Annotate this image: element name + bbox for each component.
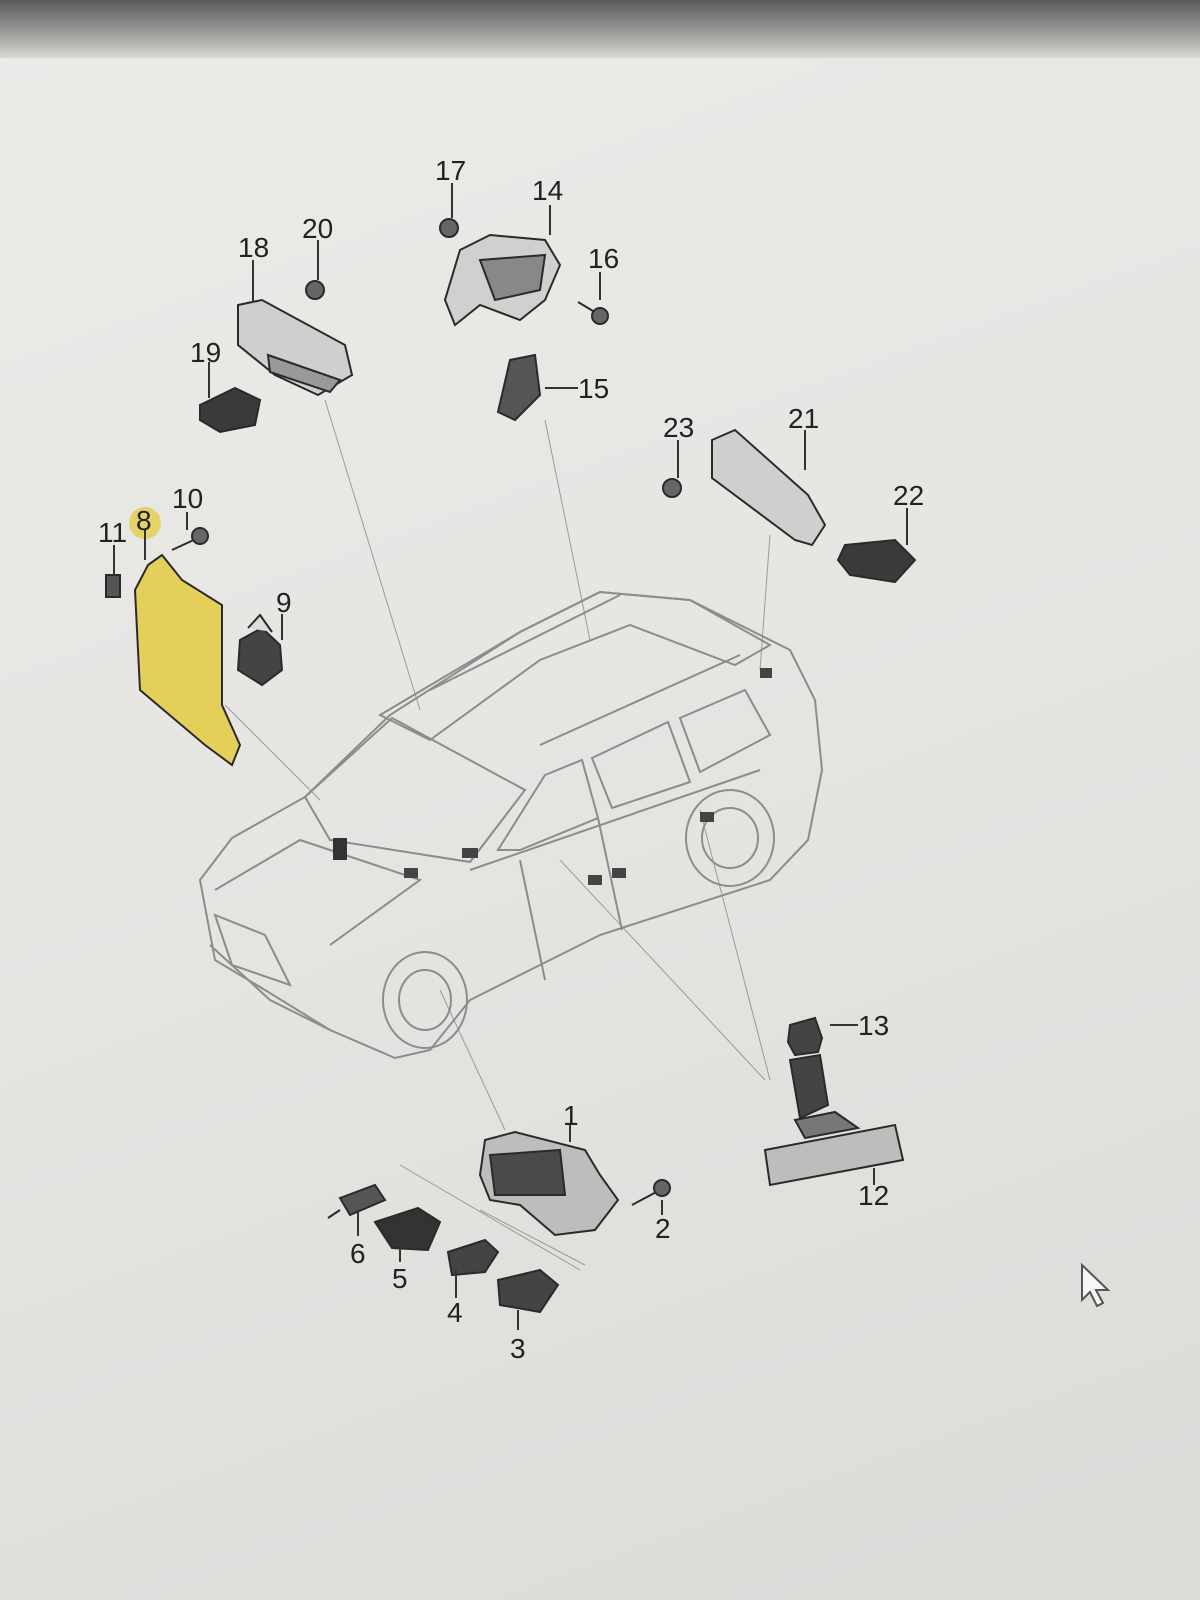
- callout-22: 22: [893, 480, 924, 511]
- part-13-cap[interactable]: [786, 1016, 824, 1057]
- part-20-nut[interactable]: [305, 280, 325, 300]
- part-1-sensor-unit[interactable]: [478, 1130, 620, 1237]
- callout-labels: 1 2 3 4 5 6 8 9 10 11 12 13 14 15 16 17 …: [98, 155, 924, 1364]
- part-22-connector[interactable]: [836, 538, 917, 584]
- callout-21: 21: [788, 403, 819, 434]
- callout-10: 10: [172, 483, 203, 514]
- callout-14: 14: [532, 175, 563, 206]
- part-14-sensor-bracket[interactable]: [443, 233, 562, 327]
- callout-2: 2: [655, 1213, 671, 1244]
- part-18-module[interactable]: [237, 298, 354, 397]
- part-23-nut[interactable]: [662, 478, 682, 498]
- part-10-screw[interactable]: [171, 527, 209, 551]
- callout-1: 1: [563, 1100, 579, 1131]
- part-12-handle[interactable]: [763, 1053, 905, 1187]
- part-17-nut[interactable]: [439, 218, 459, 238]
- callout-4: 4: [447, 1297, 463, 1328]
- callout-12: 12: [858, 1180, 889, 1211]
- monitor-top-edge: [0, 0, 1200, 58]
- part-16-screw[interactable]: [577, 301, 609, 325]
- callout-13: 13: [858, 1010, 889, 1041]
- callout-8: 8: [136, 505, 152, 536]
- callout-5: 5: [392, 1263, 408, 1294]
- callout-16: 16: [588, 243, 619, 274]
- part-9-bracket[interactable]: [236, 613, 284, 687]
- part-19-connector[interactable]: [199, 386, 262, 434]
- callout-15: 15: [578, 373, 609, 404]
- part-2-screw[interactable]: [631, 1179, 671, 1206]
- callout-9: 9: [276, 587, 292, 618]
- callout-17: 17: [435, 155, 466, 186]
- mouse-pointer-icon: [1081, 1262, 1111, 1308]
- part-3-connector[interactable]: [496, 1268, 560, 1314]
- callout-3: 3: [510, 1333, 526, 1364]
- part-11-clip[interactable]: [105, 574, 121, 598]
- part-5-connector[interactable]: [373, 1206, 442, 1252]
- part-6-connector[interactable]: [327, 1183, 387, 1219]
- callout-20: 20: [302, 213, 333, 244]
- part-4-connector[interactable]: [446, 1238, 500, 1277]
- part-8-control-module[interactable]: [129, 507, 242, 767]
- part-21-rail-bracket[interactable]: [711, 428, 827, 547]
- leader-lines: [113, 183, 908, 1330]
- guide-lines: [224, 399, 771, 1271]
- suv-outline-icon: [198, 590, 824, 1060]
- callout-18: 18: [238, 232, 269, 263]
- callout-6: 6: [350, 1238, 366, 1269]
- part-15-connector[interactable]: [496, 353, 542, 422]
- callout-23: 23: [663, 412, 694, 443]
- callout-19: 19: [190, 337, 221, 368]
- callout-11: 11: [98, 517, 127, 548]
